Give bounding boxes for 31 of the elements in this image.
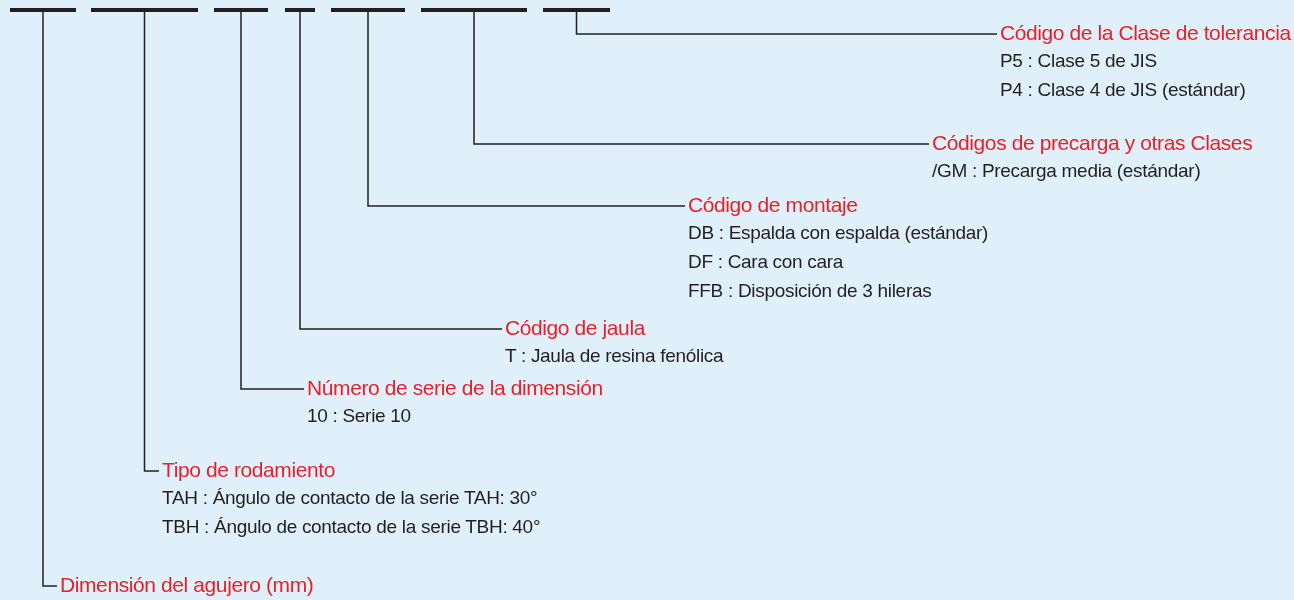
code-description: DB : Espalda con espalda (estándar)	[688, 221, 988, 245]
code-description: P5 : Clase 5 de JIS	[1000, 49, 1158, 73]
code-bar	[10, 8, 76, 12]
code-bar	[421, 8, 527, 12]
leader-line	[42, 11, 58, 587]
leader-line	[473, 11, 930, 145]
code-heading: Número de serie de la dimensión	[307, 375, 603, 401]
code-heading: Código de la Clase de tolerancia	[1000, 20, 1291, 46]
code-description: T : Jaula de resina fenólica	[505, 344, 724, 368]
code-description: DF : Cara con cara	[688, 250, 845, 274]
code-bar	[91, 8, 198, 12]
code-heading: Dimensión del agujero (mm)	[60, 572, 314, 598]
code-heading: Código de montaje	[688, 192, 859, 218]
code-bar	[285, 8, 315, 12]
leader-line	[367, 11, 686, 207]
leader-line	[299, 11, 503, 330]
code-description: P4 : Clase 4 de JIS (estándar)	[1000, 78, 1247, 102]
code-bar	[543, 8, 610, 12]
code-description: 10 : Serie 10	[307, 404, 412, 428]
code-bar	[214, 8, 268, 12]
leader-line	[143, 11, 160, 472]
code-bar	[331, 8, 405, 12]
code-description: TAH : Ángulo de contacto de la serie TAH: 30°	[162, 486, 539, 510]
code-description: FFB : Disposición de 3 hileras	[688, 279, 933, 303]
code-description: TBH : Ángulo de contacto de la serie TBH: 40°	[162, 515, 541, 539]
leader-line	[575, 11, 998, 35]
code-heading: Código de jaula	[505, 315, 647, 341]
code-heading: Códigos de precarga y otras Clases	[932, 130, 1253, 156]
code-heading: Tipo de rodamiento	[162, 457, 336, 483]
leader-line	[240, 11, 305, 390]
code-description: /GM : Precarga media (estándar)	[932, 159, 1202, 183]
